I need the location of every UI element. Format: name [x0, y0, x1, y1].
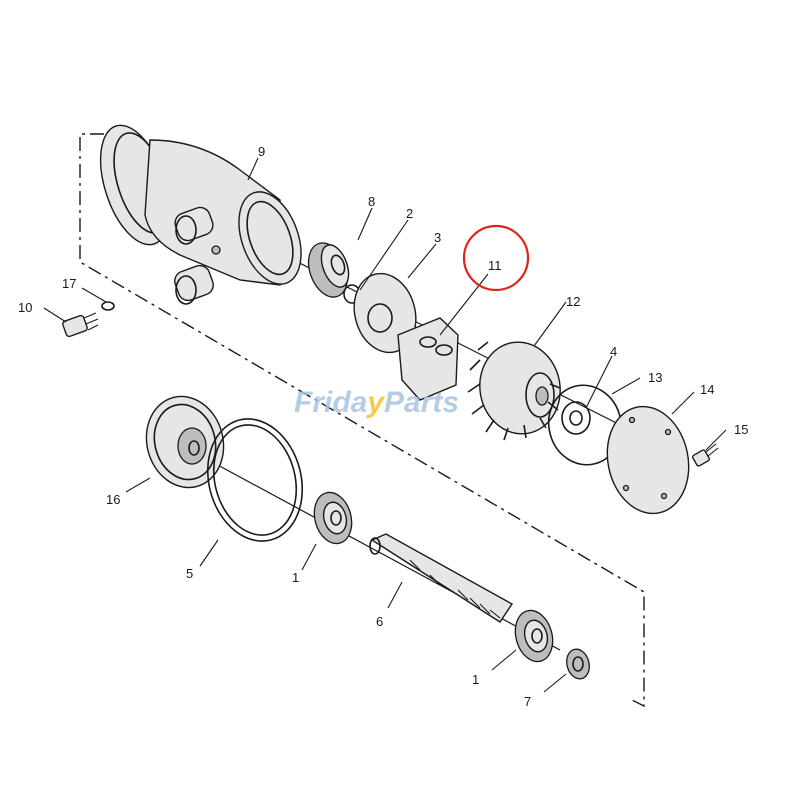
- gear-part-16: [145, 395, 225, 489]
- svg-text:FridayParts: FridayParts: [294, 386, 459, 419]
- callout-10: 10: [18, 300, 32, 315]
- callout-15: 15: [734, 422, 748, 437]
- bearing-part-1-lower: [514, 609, 554, 663]
- shaft-part-6: [369, 533, 514, 623]
- gasket-part-13: [547, 384, 623, 466]
- callout-7: 7: [524, 694, 531, 709]
- callout-1-upper: 1: [292, 570, 299, 585]
- washer-part-4: [561, 401, 591, 435]
- callout-4: 4: [610, 344, 617, 359]
- axis-lines: [189, 241, 661, 651]
- cam-part-11: [397, 317, 459, 401]
- callout-16: 16: [106, 492, 120, 507]
- callout-12: 12: [566, 294, 580, 309]
- screw-part-10: [62, 312, 99, 338]
- highlight-circle: [462, 224, 530, 292]
- callout-6: 6: [376, 614, 383, 629]
- callout-9: 9: [258, 144, 265, 159]
- watermark-text-1: Frida: [294, 386, 367, 419]
- watermark-text-3: Parts: [384, 386, 459, 419]
- wear-plate-part-3: [353, 272, 417, 354]
- cover-screw-part-15: [691, 443, 719, 467]
- callout-5: 5: [186, 566, 193, 581]
- seal-part-7: [566, 648, 590, 680]
- callout-17: 17: [62, 276, 76, 291]
- impeller-part-12: [467, 341, 561, 441]
- callout-2: 2: [406, 206, 413, 221]
- callout-1-lower: 1: [472, 672, 479, 687]
- retaining-ring-part-5: [206, 418, 304, 542]
- pump-housing-part-9: [99, 124, 302, 305]
- cover-part-14: [606, 405, 690, 515]
- callout-13: 13: [648, 370, 662, 385]
- watermark-logo: FridayParts: [294, 386, 459, 419]
- bearing-part-1-upper: [313, 491, 353, 545]
- seal-washer-part-17: [101, 301, 115, 311]
- callout-labels: 9 8 2 3 11 12 4 13 14 15 17 10 16 5 1 6 …: [18, 144, 748, 709]
- watermark-text-2: y: [365, 386, 385, 419]
- callout-11: 11: [488, 258, 502, 273]
- callout-3: 3: [434, 230, 441, 245]
- bearing-part-8: [307, 242, 350, 298]
- callout-8: 8: [368, 194, 375, 209]
- leader-lines: [43, 157, 727, 693]
- callout-14: 14: [700, 382, 714, 397]
- assembly-boundary: [79, 133, 645, 708]
